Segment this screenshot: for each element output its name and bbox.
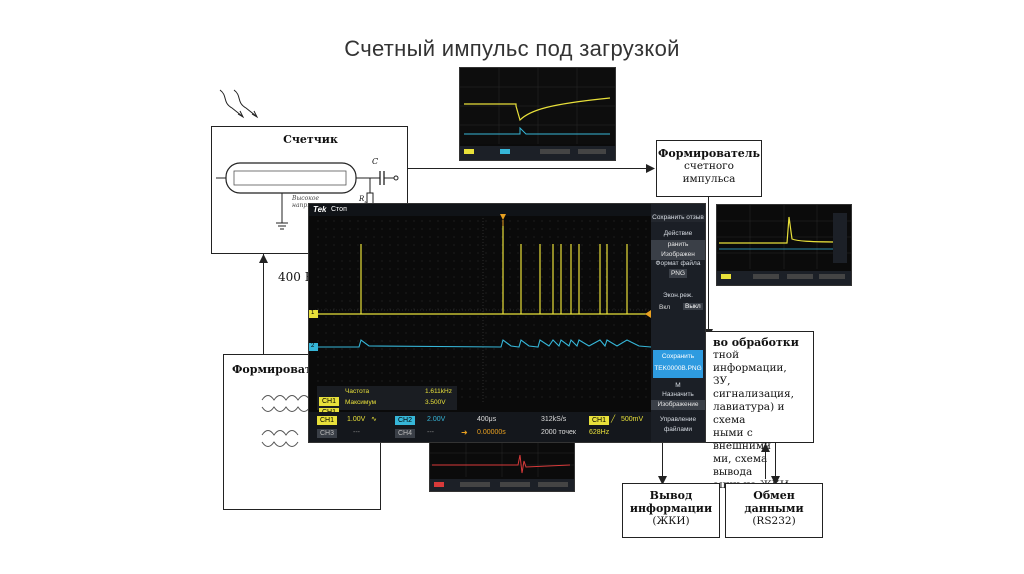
menu-header: Сохранить отзыв	[651, 214, 705, 222]
hv-voltage-label: 400 В	[278, 270, 314, 284]
menu-save-label: Сохранить	[661, 353, 695, 360]
ch1-marker: 1	[311, 310, 315, 316]
sample-rate: 312kS/s	[541, 416, 567, 423]
measurement-row: CH1 Частота 1.611kHz	[319, 388, 455, 406]
menu-save-button[interactable]: Сохранить TEK0000B.PNG	[653, 350, 703, 378]
resistor-label: Rн	[359, 195, 368, 205]
processing-line: ми, схема вывода	[713, 453, 768, 478]
exchange-title-1: Обмен	[753, 489, 795, 502]
arrow-head-icon	[646, 164, 655, 173]
wire-hv	[263, 254, 264, 354]
menu-save-file: TEK0000B.PNG	[654, 365, 702, 372]
measurement-name: Частота	[345, 388, 370, 395]
shaper-title: Формирователь	[657, 147, 760, 160]
menu-format-value[interactable]: PNG	[669, 269, 687, 278]
measurement-panel: CH1 Частота 1.611kHz CH1 Максимум 3.500V	[317, 386, 457, 417]
trigger-frequency: 628Hz	[589, 429, 610, 436]
wire-processing-output	[662, 443, 663, 479]
pulse-shaper-box: Формирователь счетного импульса	[656, 140, 762, 197]
menu-action-value[interactable]: ранить Изображен	[651, 240, 705, 260]
trigger-channel[interactable]: CH1	[589, 416, 610, 425]
transformer-schematic	[261, 395, 311, 447]
position-arrow-icon: ➜	[461, 428, 468, 437]
arrow-down-icon	[658, 476, 667, 485]
scope-status-bar: CH1 1.00V ∿ CH2 2.00V CH3 --- CH4 --- 40…	[309, 412, 651, 442]
ch2-badge[interactable]: CH2	[395, 416, 416, 425]
trigger-slope-icon: ╱	[611, 416, 616, 423]
scope-side-menu: Сохранить отзыв Действие ранить Изображе…	[651, 204, 705, 442]
acquisition-status: Стоп	[331, 206, 347, 213]
record-length: 2000 точек	[541, 429, 576, 436]
output-sub: (ЖКИ)	[652, 515, 690, 527]
measurement-name: Максимум	[345, 399, 377, 406]
slide-title: Счетный импульс под загрузкой	[344, 36, 680, 61]
main-scope-graticule	[309, 214, 652, 402]
ch4-badge[interactable]: CH4	[395, 429, 416, 438]
menu-assign-label: Назначить	[662, 391, 694, 398]
timebase[interactable]: 400μs	[477, 416, 497, 423]
ch4-scale: ---	[427, 429, 434, 436]
processing-line: тной информации,	[713, 349, 787, 374]
trigger-level: 500mV	[621, 416, 644, 423]
scope-top-traces	[460, 68, 615, 160]
measurement-value: 1.611kHz	[425, 388, 452, 395]
arrow-up-icon	[761, 443, 770, 452]
wire-counter-shaper	[408, 168, 650, 169]
processing-line: ЗУ, сигнализация,	[713, 375, 795, 400]
shaper-line2: импульса	[682, 173, 736, 185]
scope-thumbnail-right	[716, 204, 852, 286]
ch1-scale: 1.00V	[347, 416, 366, 423]
ch2-marker: 2	[311, 343, 315, 349]
output-box: Вывод информации (ЖКИ)	[622, 483, 720, 538]
menu-manage-value[interactable]: файлами	[663, 426, 693, 433]
psu-title: Формировател	[232, 363, 327, 376]
scope-right-traces	[717, 205, 851, 285]
arrow-up-icon	[259, 254, 268, 263]
processing-title: во обработки	[713, 336, 799, 349]
main-oscilloscope-screen: Tek Стоп	[308, 203, 706, 443]
processing-line: ными с внешними	[713, 427, 772, 452]
exchange-title-2: данными	[744, 502, 804, 515]
horizontal-position[interactable]: 0.00000s	[477, 429, 506, 436]
scope-bottom-traces	[430, 441, 574, 491]
ch3-badge[interactable]: CH3	[317, 429, 338, 438]
data-exchange-box: Обмен данными (RS232)	[725, 483, 823, 538]
hv-label-1: Высокое	[292, 195, 320, 202]
counter-title: Счетчик	[283, 133, 338, 146]
brand-logo: Tek	[313, 205, 327, 214]
shaper-line1: счетного	[684, 160, 734, 172]
menu-eco-on[interactable]: Вкл	[659, 304, 671, 311]
menu-eco-off[interactable]: Выкл	[683, 303, 703, 310]
menu-assign-m: M	[675, 382, 681, 389]
wire-exchange-down	[765, 443, 766, 479]
radiation-arrows-icon	[219, 89, 259, 119]
ch3-scale: ---	[353, 429, 360, 436]
arrow-down-icon	[771, 476, 780, 485]
exchange-sub: (RS232)	[752, 515, 796, 527]
wire-exchange-up	[775, 443, 776, 479]
scope-thumbnail-top	[459, 67, 616, 161]
scope-top-bar: Tek Стоп	[309, 204, 651, 216]
menu-eco-label: Экон.реж.	[663, 292, 693, 299]
wire-shaper-processing	[708, 197, 709, 331]
measurement-channel: CH1	[319, 397, 340, 406]
menu-assign-value[interactable]: Изображение	[651, 400, 705, 410]
measurement-value: 3.500V	[425, 399, 446, 406]
menu-format-label: Формат файла	[655, 260, 701, 267]
ch1-badge[interactable]: CH1	[317, 416, 338, 425]
processing-line: лавиатура) и схема	[713, 401, 785, 426]
menu-manage-label[interactable]: Управление	[659, 416, 697, 423]
ch1-coupling-icon: ∿	[371, 416, 377, 423]
output-title-1: Вывод	[649, 489, 693, 502]
ch2-scale: 2.00V	[427, 416, 446, 423]
capacitor-label: C	[372, 157, 379, 166]
menu-action-label: Действие	[663, 230, 693, 237]
output-title-2: информации	[629, 502, 713, 515]
scope-thumbnail-bottom	[429, 440, 575, 492]
measurement-row: CH1 Максимум 3.500V	[319, 399, 455, 417]
